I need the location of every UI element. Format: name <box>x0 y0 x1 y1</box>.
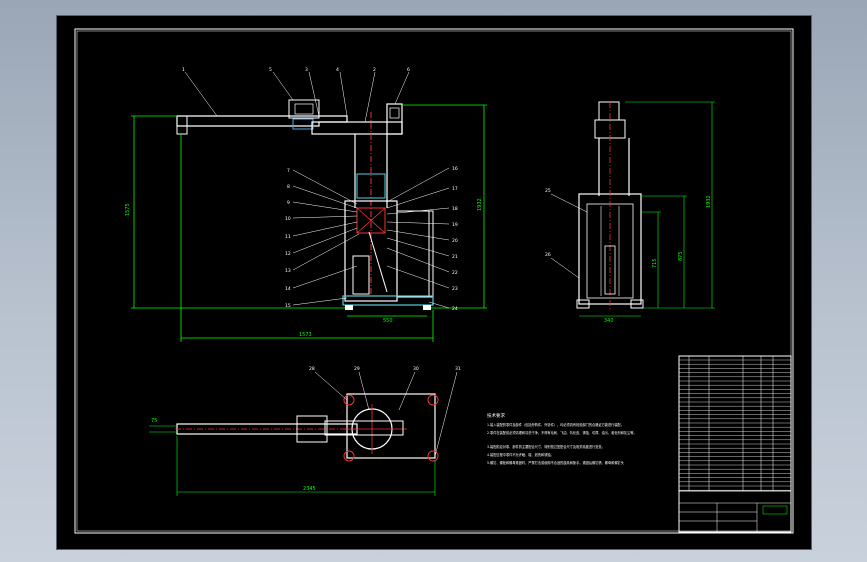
cad-viewport[interactable]: 1575 1932 550 1573 1 5 3 4 2 6 7 8 9 10 … <box>56 15 812 550</box>
callout-28: 28 <box>309 366 315 372</box>
dim-total-width: 1573 <box>299 332 312 338</box>
callout-12: 12 <box>285 251 291 257</box>
engineering-drawing: 1575 1932 550 1573 1 5 3 4 2 6 7 8 9 10 … <box>74 28 794 534</box>
dim-plan-total: 2345 <box>303 486 316 492</box>
end-view: 715 875 1932 340 25 26 <box>545 101 715 324</box>
dim-end-width: 340 <box>604 318 614 324</box>
callout-10: 10 <box>285 216 291 222</box>
dim-height: 1575 <box>125 203 131 216</box>
callout-31: 31 <box>455 366 461 372</box>
callout-7: 7 <box>287 168 290 174</box>
callout-22: 22 <box>452 270 458 276</box>
callout-13: 13 <box>285 268 291 274</box>
callout-20: 20 <box>452 238 458 244</box>
callout-5: 5 <box>269 67 272 73</box>
notes-line-1: 1.装入装配的零件及部件（包括外购件、外协件），均必须具有检验部门的合格证方能进… <box>487 422 624 427</box>
callout-4: 4 <box>336 67 339 73</box>
head-block <box>386 103 403 135</box>
callout-18: 18 <box>452 206 458 212</box>
callout-1: 1 <box>182 67 185 73</box>
callout-14: 14 <box>285 286 291 292</box>
callout-30: 30 <box>413 366 419 372</box>
callout-25: 25 <box>545 188 551 194</box>
dim-base-width: 550 <box>383 318 393 324</box>
callout-17: 17 <box>452 186 458 192</box>
callout-15: 15 <box>285 303 291 309</box>
inner-frame <box>76 30 792 532</box>
notes-title: 技术要求 <box>487 412 505 419</box>
callout-16: 16 <box>452 166 458 172</box>
notes-line-2: 2.零件在装配前必须清理和清洗干净，不得有毛刺、飞边、氧化皮、锈蚀、切屑、油污、… <box>487 430 637 435</box>
technical-notes: 技术要求 1.装入装配的零件及部件（包括外购件、外协件），均必须具有检验部门的合… <box>487 412 637 465</box>
callout-23: 23 <box>452 286 458 292</box>
arm-beam <box>176 115 348 127</box>
dim-plan-left: 75 <box>151 418 157 424</box>
plan-view: 75 2345 28 29 30 31 <box>149 366 461 496</box>
motor-block <box>288 99 320 119</box>
outer-frame <box>74 28 794 534</box>
callout-6: 6 <box>407 67 410 73</box>
callout-24: 24 <box>452 306 458 312</box>
callout-2: 2 <box>373 67 376 73</box>
callout-19: 19 <box>452 222 458 228</box>
dim-end-h3: 1932 <box>706 195 712 208</box>
base-plate <box>342 295 434 306</box>
notes-line-3: 3.装配前应对零、部件的主要配合尺寸，特别是过盈配合尺寸及相关精度进行复查。 <box>487 444 605 449</box>
notes-line-5: 5.螺钉、螺栓和螺母紧固时，严禁打击或使用不合适的旋具和扳手。紧固后螺钉槽、螺母… <box>487 460 625 465</box>
callout-3: 3 <box>305 67 308 73</box>
callout-8: 8 <box>287 184 290 190</box>
callout-11: 11 <box>285 234 291 240</box>
dim-end-h1: 715 <box>652 258 658 268</box>
title-block <box>678 355 792 533</box>
notes-line-4: 4.装配过程中零件不允许磕、碰、划伤和锈蚀。 <box>487 452 554 457</box>
side-view: 1575 1932 550 1573 1 5 3 4 2 6 7 8 9 10 … <box>125 67 487 342</box>
callout-29: 29 <box>354 366 360 372</box>
callout-9: 9 <box>287 200 290 206</box>
callout-26: 26 <box>545 252 551 258</box>
dim-end-h2: 875 <box>678 251 684 261</box>
plan-base <box>346 393 436 459</box>
dim-height-right: 1932 <box>477 198 483 211</box>
callout-21: 21 <box>452 254 458 260</box>
